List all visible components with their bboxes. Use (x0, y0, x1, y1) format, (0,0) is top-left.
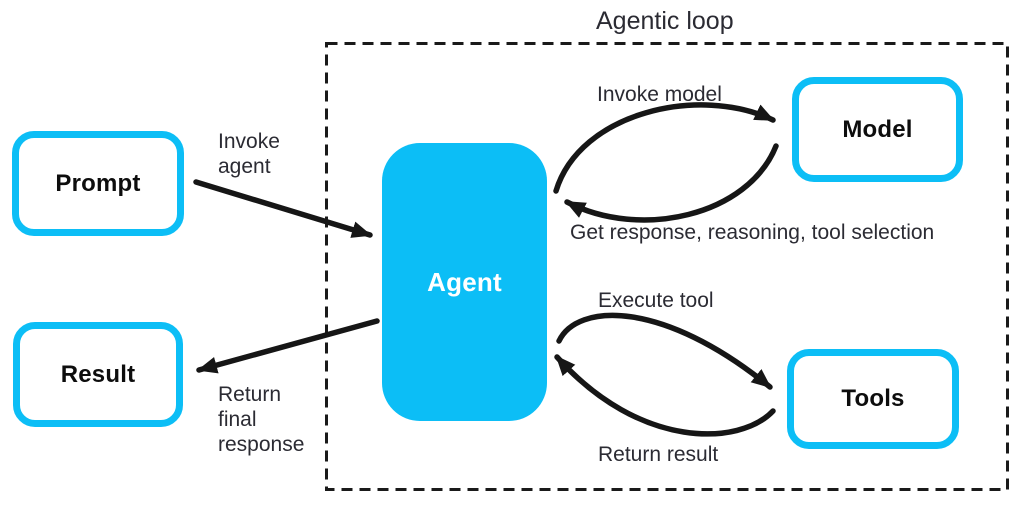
agent-node: Agent (382, 143, 547, 421)
model-node: Model (792, 77, 963, 182)
execute-tool-label: Execute tool (598, 289, 714, 312)
execute-tool-arrow (556, 312, 773, 390)
invoke-model-arrow (553, 102, 776, 194)
prompt-node-label: Prompt (55, 169, 141, 197)
result-node: Result (13, 322, 183, 427)
diagram-title: Agentic loop (596, 7, 734, 35)
tools-node-label: Tools (841, 385, 905, 412)
return-final-response-label: Return final response (218, 383, 305, 457)
agent-node-label: Agent (427, 266, 502, 297)
return-final-response-arrow (196, 318, 380, 374)
model-node-label: Model (842, 115, 913, 143)
result-node-label: Result (60, 360, 136, 388)
agentic-loop-dashed-border (325, 42, 1009, 491)
prompt-node: Prompt (12, 131, 184, 236)
return-result-label: Return result (598, 443, 719, 466)
invoke-model-label: Invoke model (597, 83, 722, 106)
get-response-arrow (564, 143, 779, 223)
invoke-agent-label: Invoke agent (218, 130, 280, 179)
get-response-label: Get response, reasoning, tool selection (570, 221, 935, 244)
invoke-agent-arrow (193, 179, 373, 238)
tools-node: Tools (787, 349, 959, 449)
return-result-arrow (554, 354, 776, 437)
